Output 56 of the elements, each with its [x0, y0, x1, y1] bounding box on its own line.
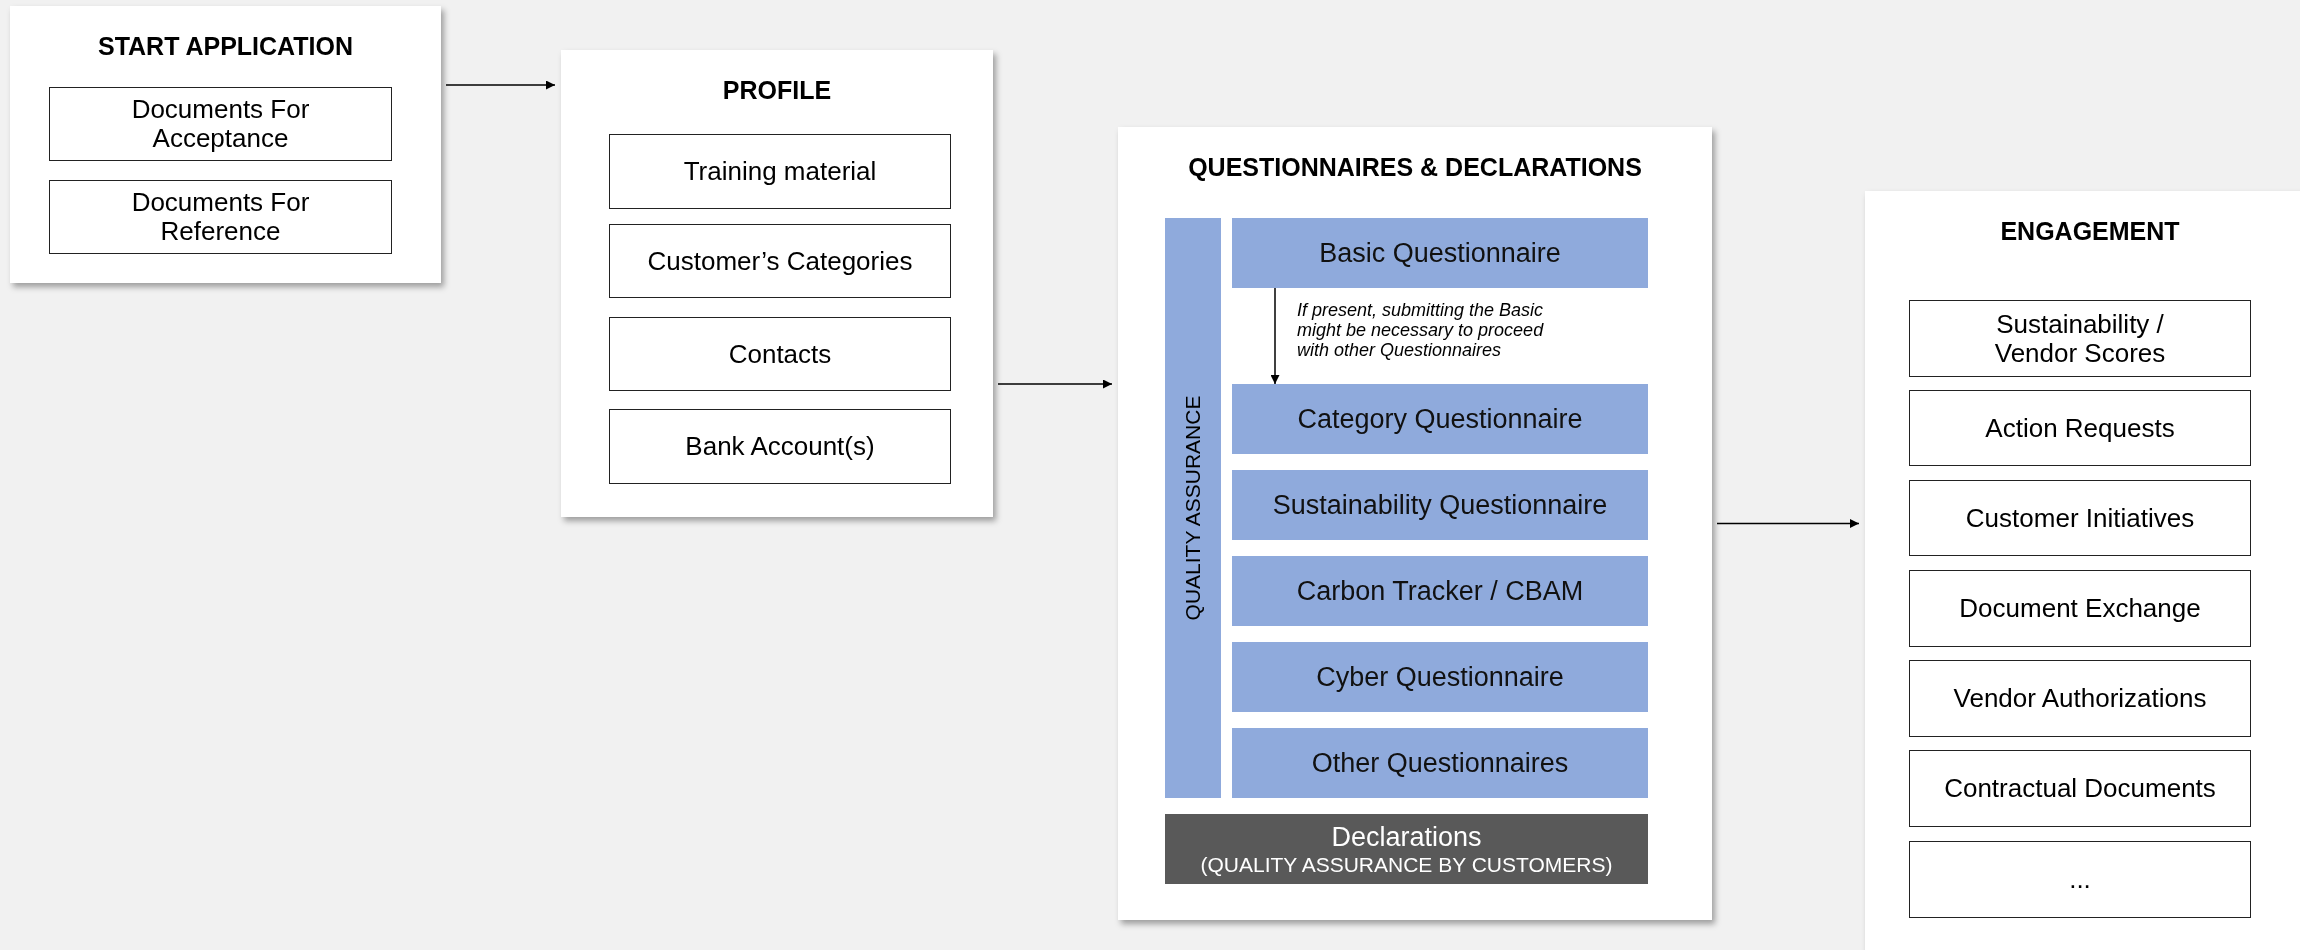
item-box [49, 180, 392, 254]
item-label: Bank Account(s) [685, 432, 875, 461]
stage-card [10, 6, 441, 283]
card-title: QUESTIONNAIRES & DECLARATIONS [1188, 153, 1642, 182]
item-label: Contacts [728, 339, 832, 369]
item-label: Documents For Acceptance [130, 95, 311, 153]
item-box [609, 317, 951, 391]
card-title: START APPLICATION [97, 32, 354, 61]
card-title: PROFILE [722, 76, 832, 105]
item-label: Contractual Documents [1944, 774, 2216, 803]
item-label: Customer’s Categories [647, 246, 913, 276]
item-box [49, 87, 392, 161]
bar-label: Category Questionnaire [1297, 403, 1583, 435]
vertical-band [1165, 218, 1221, 798]
item-label: Customer Initiatives [1965, 503, 2195, 533]
arrow [1270, 287, 1280, 385]
item-label: Training material [683, 157, 877, 186]
item-label: ... [2069, 865, 2091, 894]
arrow [1716, 519, 1860, 528]
item-box [1909, 300, 2251, 377]
item-box [1909, 570, 2251, 647]
arrow [997, 379, 1113, 389]
item-box [609, 409, 951, 484]
bar-label: Basic Questionnaire [1319, 237, 1561, 269]
band-label: QUALITY ASSURANCE [1181, 395, 1205, 621]
bar-label: Cyber Questionnaire [1316, 661, 1564, 693]
declarations-bar [1165, 814, 1648, 884]
item-box [1909, 390, 2251, 466]
item-label: Action Requests [1985, 413, 2175, 443]
item-box [1909, 660, 2251, 737]
item-box [609, 134, 951, 209]
questionnaire-bar [1232, 218, 1648, 288]
card-title: ENGAGEMENT [2000, 217, 2180, 246]
stage-card [1118, 127, 1712, 920]
item-label: Vendor Authorizations [1953, 684, 2207, 713]
questionnaire-bar [1232, 728, 1648, 798]
item-box [609, 224, 951, 298]
questionnaire-bar [1232, 470, 1648, 540]
item-label: Documents For Reference [130, 188, 311, 246]
questionnaire-bar [1232, 642, 1648, 712]
item-box [1909, 841, 2251, 918]
bar-label: Carbon Tracker / CBAM [1296, 575, 1584, 607]
bar-subtitle: (QUALITY ASSURANCE BY CUSTOMERS) [1200, 852, 1613, 877]
questionnaire-bar [1232, 556, 1648, 626]
bar-label: Declarations [1331, 821, 1482, 853]
questionnaire-bar [1232, 384, 1648, 454]
edge-label: If present, submitting the Basic might be necessary to proceed with other Questionnaires [1297, 300, 1545, 361]
item-box [1909, 480, 2251, 556]
stage-card [1865, 191, 2300, 950]
item-box [1909, 750, 2251, 827]
stage-card [561, 50, 993, 517]
arrow [445, 80, 556, 90]
bar-label: Other Questionnaires [1311, 747, 1569, 779]
bar-label: Sustainability Questionnaire [1272, 489, 1608, 521]
item-label: Document Exchange [1959, 594, 2201, 623]
item-label: Sustainability / Vendor Scores [1993, 309, 2167, 368]
